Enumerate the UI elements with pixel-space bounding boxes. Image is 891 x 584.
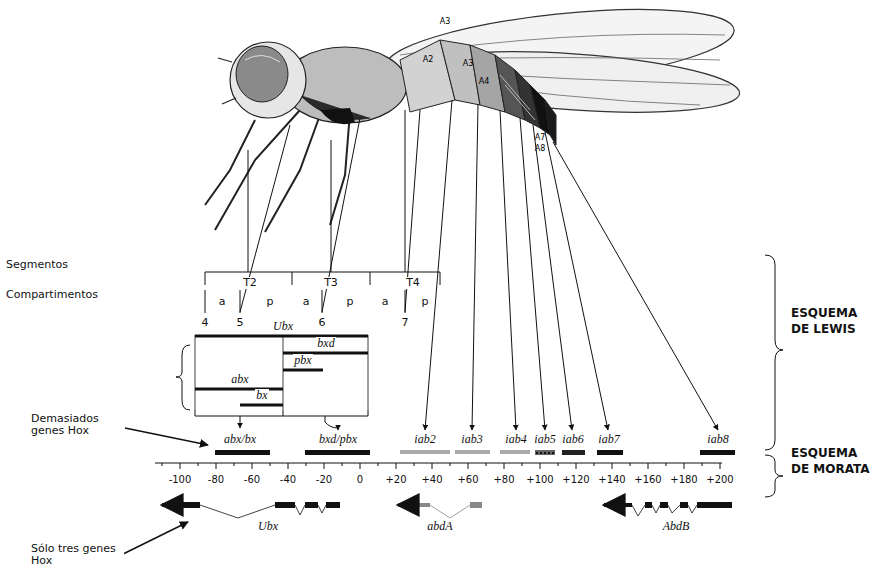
scale-tick (198, 463, 199, 466)
gene-label: abx (230, 373, 249, 386)
scale-tick (360, 463, 361, 469)
scale-number: -20 (315, 474, 333, 485)
gene-label: AbdB (662, 520, 691, 533)
scale-number: +60 (456, 474, 479, 485)
text-label: Compartimentos (5, 289, 99, 301)
scale-tick (414, 463, 415, 466)
scale-tick (234, 463, 235, 466)
text-label: Sólo tres genes Hox (30, 543, 124, 567)
text-label: a (302, 296, 311, 308)
scale-tick (540, 463, 541, 469)
scale-tick (666, 463, 667, 466)
text-label: 7 (401, 317, 410, 329)
scale-tick (432, 463, 433, 469)
scale-tick (270, 463, 271, 466)
scale-tick (252, 463, 253, 469)
text-label: 4 (201, 317, 210, 329)
scale-number: 0 (356, 474, 364, 485)
text-label: p (346, 296, 355, 308)
gene-label: iab5 (533, 433, 556, 446)
scale-axis (155, 463, 722, 469)
scale-tick (576, 463, 577, 469)
gene-label: bxd (316, 337, 335, 350)
scale-number: +200 (705, 474, 734, 485)
text-label: T2 (242, 277, 258, 289)
scale-tick (468, 463, 469, 469)
scale-tick (306, 463, 307, 466)
scale-tick (630, 463, 631, 466)
gene-label: pbx (293, 354, 312, 367)
scale-tick (378, 463, 379, 466)
gene-label: abdA (426, 520, 453, 533)
scale-number: +160 (633, 474, 662, 485)
gene-label: iab7 (597, 433, 620, 446)
gene-label: abx/bx (223, 433, 257, 446)
text-label: T3 (323, 277, 339, 289)
segment-tag: A4 (478, 78, 491, 87)
gene-label: iab3 (460, 433, 483, 446)
text-label: 5 (236, 317, 245, 329)
scale-tick (450, 463, 451, 466)
gene-label: iab4 (504, 433, 527, 446)
segment-tag: A7 (534, 134, 547, 143)
gene-label: bx (255, 389, 268, 402)
text-label: Segmentos (5, 259, 69, 271)
morata-genes (162, 502, 732, 518)
text-label: p (266, 296, 275, 308)
gene-label: bxd/pbx (318, 433, 358, 446)
scale-tick (342, 463, 343, 466)
scale-number: -40 (279, 474, 297, 485)
scale-number: +40 (420, 474, 443, 485)
text-label: p (421, 296, 430, 308)
gene-label: Ubx (257, 520, 279, 533)
scale-tick (180, 463, 181, 469)
text-label: a (381, 296, 390, 308)
gene-region-bars (215, 450, 735, 455)
segment-tag: A3 (439, 18, 452, 27)
scale-tick (648, 463, 649, 469)
scale-number: +100 (525, 474, 554, 485)
scale-number: +80 (492, 474, 515, 485)
scale-number: -100 (168, 474, 193, 485)
gene-label: Ubx (272, 320, 294, 333)
scale-tick (702, 463, 703, 466)
scale-number: -80 (207, 474, 225, 485)
scale-number: +180 (669, 474, 698, 485)
scale-number: +20 (384, 474, 407, 485)
text-label: Demasiados genes Hox (30, 413, 124, 437)
scheme-title: ESQUEMA DE MORATA (790, 446, 876, 477)
scale-tick (396, 463, 397, 469)
segment-tag: A3 (462, 60, 475, 69)
text-label: a (218, 296, 227, 308)
scale-tick (288, 463, 289, 469)
scale-tick (720, 463, 721, 469)
scale-tick (558, 463, 559, 466)
scale-tick (504, 463, 505, 469)
gene-label: iab6 (561, 433, 584, 446)
scale-tick (216, 463, 217, 469)
scale-tick (522, 463, 523, 466)
text-label: T4 (405, 277, 421, 289)
scheme-title: ESQUEMA DE LEWIS (790, 306, 876, 337)
lewis-bars (195, 336, 368, 405)
scale-tick (324, 463, 325, 469)
gene-label: iab2 (413, 433, 436, 446)
text-label: 6 (318, 317, 327, 329)
scale-tick (684, 463, 685, 469)
scale-tick (486, 463, 487, 466)
gene-label: iab8 (706, 433, 729, 446)
scale-number: -60 (243, 474, 261, 485)
scale-tick (612, 463, 613, 469)
scale-tick (162, 463, 163, 466)
scale-number: +120 (561, 474, 590, 485)
fly-drawing (205, 0, 742, 232)
scale-number: +140 (597, 474, 626, 485)
segment-tag: A8 (534, 145, 547, 154)
segment-tag: A2 (422, 56, 435, 65)
leader-lines (115, 100, 783, 558)
scale-tick (594, 463, 595, 466)
